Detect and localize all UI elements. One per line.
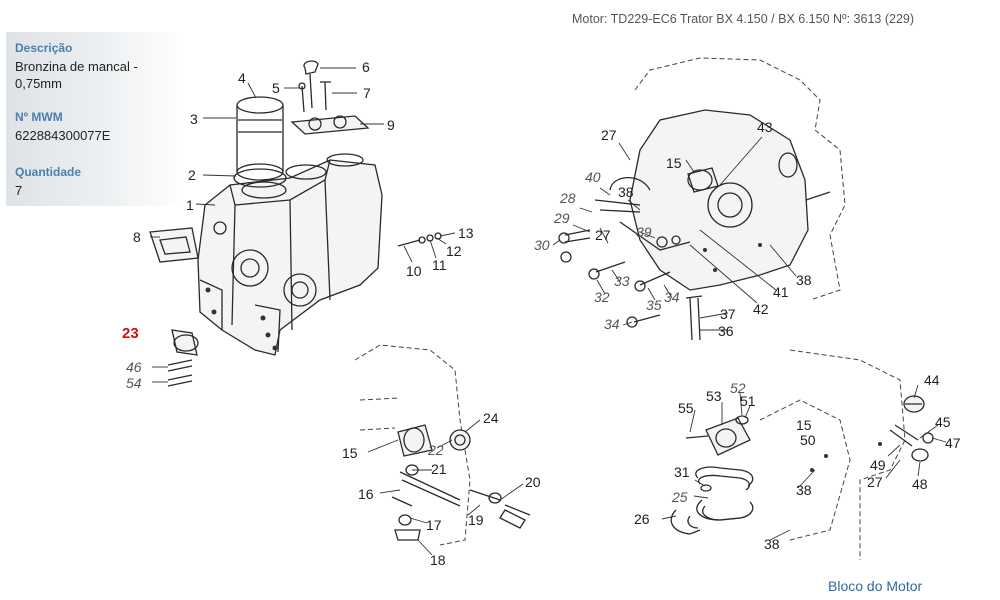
callout-3[interactable]: 3 bbox=[190, 111, 198, 127]
callout-5[interactable]: 5 bbox=[272, 80, 280, 96]
part-callouts: 4 3 2 1 5 6 7 9 8 10 11 12 13 23 46 54 2… bbox=[122, 59, 961, 568]
callout-27c[interactable]: 27 bbox=[867, 474, 883, 490]
callout-8[interactable]: 8 bbox=[133, 229, 141, 245]
callout-38[interactable]: 38 bbox=[618, 184, 634, 200]
callout-46[interactable]: 46 bbox=[126, 359, 142, 375]
oil-pump-drawing bbox=[354, 344, 531, 546]
callout-31[interactable]: 31 bbox=[674, 464, 690, 480]
callout-42[interactable]: 42 bbox=[753, 301, 769, 317]
callout-48[interactable]: 48 bbox=[912, 476, 928, 492]
cylinder-liner-drawing bbox=[233, 96, 287, 188]
callout-29[interactable]: 29 bbox=[553, 210, 570, 226]
quantidade-label: Quantidade bbox=[15, 165, 82, 179]
callout-51[interactable]: 51 bbox=[740, 393, 756, 409]
callout-2[interactable]: 2 bbox=[188, 167, 196, 183]
callout-35[interactable]: 35 bbox=[646, 297, 662, 313]
callout-27[interactable]: 27 bbox=[601, 127, 617, 143]
callout-12[interactable]: 12 bbox=[446, 243, 462, 259]
callout-38c[interactable]: 38 bbox=[796, 482, 812, 498]
callout-40[interactable]: 40 bbox=[585, 169, 601, 185]
callout-47[interactable]: 47 bbox=[945, 435, 961, 451]
descricao-value: Bronzina de mancal - 0,75mm bbox=[15, 59, 138, 91]
pump-leader-lines bbox=[367, 419, 524, 556]
top-hardware-drawing bbox=[149, 60, 442, 263]
callout-20[interactable]: 20 bbox=[525, 474, 541, 490]
callout-54[interactable]: 54 bbox=[126, 375, 142, 391]
callout-43[interactable]: 43 bbox=[757, 119, 773, 135]
diagram-header: Motor: TD229-EC6 Trator BX 4.150 / BX 6.… bbox=[572, 12, 915, 26]
callout-34[interactable]: 34 bbox=[604, 316, 620, 332]
callout-53[interactable]: 53 bbox=[706, 388, 722, 404]
cover-leader-lines bbox=[661, 384, 947, 541]
callout-28[interactable]: 28 bbox=[559, 190, 576, 206]
callout-30[interactable]: 30 bbox=[534, 237, 550, 253]
callout-9[interactable]: 9 bbox=[387, 117, 395, 133]
callout-17[interactable]: 17 bbox=[426, 517, 442, 533]
quantidade-value: 7 bbox=[15, 183, 23, 198]
callout-41[interactable]: 41 bbox=[773, 284, 789, 300]
callout-36[interactable]: 36 bbox=[718, 323, 734, 339]
callout-24[interactable]: 24 bbox=[483, 410, 499, 426]
callout-38d[interactable]: 38 bbox=[764, 536, 780, 552]
callout-10[interactable]: 10 bbox=[406, 263, 422, 279]
callout-49[interactable]: 49 bbox=[870, 457, 886, 473]
callout-39[interactable]: 39 bbox=[636, 224, 652, 240]
callout-15c[interactable]: 15 bbox=[796, 417, 812, 433]
callout-19[interactable]: 19 bbox=[468, 512, 484, 528]
callout-33[interactable]: 33 bbox=[614, 273, 630, 289]
callout-27b[interactable]: 27 bbox=[595, 227, 611, 243]
front-cover-drawing bbox=[670, 349, 934, 560]
callout-21[interactable]: 21 bbox=[431, 461, 447, 477]
callout-1[interactable]: 1 bbox=[186, 197, 194, 213]
bearing-shell-drawing bbox=[167, 329, 199, 387]
mwm-label: Nº MWM bbox=[15, 110, 63, 124]
callout-52[interactable]: 52 bbox=[730, 380, 746, 396]
callout-38b[interactable]: 38 bbox=[796, 272, 812, 288]
section-link-bloco-do-motor[interactable]: Bloco do Motor bbox=[828, 578, 923, 594]
block-leader-lines bbox=[150, 67, 456, 383]
callout-13[interactable]: 13 bbox=[458, 225, 474, 241]
callout-25[interactable]: 25 bbox=[671, 489, 688, 505]
callout-50[interactable]: 50 bbox=[800, 432, 816, 448]
callout-18[interactable]: 18 bbox=[430, 552, 446, 568]
callout-7[interactable]: 7 bbox=[363, 85, 371, 101]
descricao-label: Descrição bbox=[15, 41, 73, 55]
timing-leader-lines bbox=[552, 136, 797, 331]
part-info-panel: Descrição Bronzina de mancal - 0,75mm Nº… bbox=[6, 32, 186, 206]
callout-15b[interactable]: 15 bbox=[342, 445, 358, 461]
callout-45[interactable]: 45 bbox=[935, 414, 951, 430]
engine-block-drawing bbox=[197, 153, 383, 356]
callout-37[interactable]: 37 bbox=[720, 306, 736, 322]
timing-housing-drawing bbox=[558, 57, 846, 341]
callout-22[interactable]: 22 bbox=[427, 442, 444, 458]
callout-4[interactable]: 4 bbox=[238, 70, 246, 86]
callout-15[interactable]: 15 bbox=[666, 155, 682, 171]
callout-32[interactable]: 32 bbox=[594, 289, 610, 305]
callout-16[interactable]: 16 bbox=[358, 486, 374, 502]
callout-23-selected[interactable]: 23 bbox=[122, 325, 139, 342]
mwm-value: 622884300077E bbox=[15, 128, 111, 143]
callout-44[interactable]: 44 bbox=[924, 372, 940, 388]
callout-6[interactable]: 6 bbox=[362, 59, 370, 75]
callout-55[interactable]: 55 bbox=[678, 400, 694, 416]
callout-34b[interactable]: 34 bbox=[664, 289, 680, 305]
callout-11[interactable]: 11 bbox=[432, 257, 447, 273]
callout-26[interactable]: 26 bbox=[634, 511, 650, 527]
